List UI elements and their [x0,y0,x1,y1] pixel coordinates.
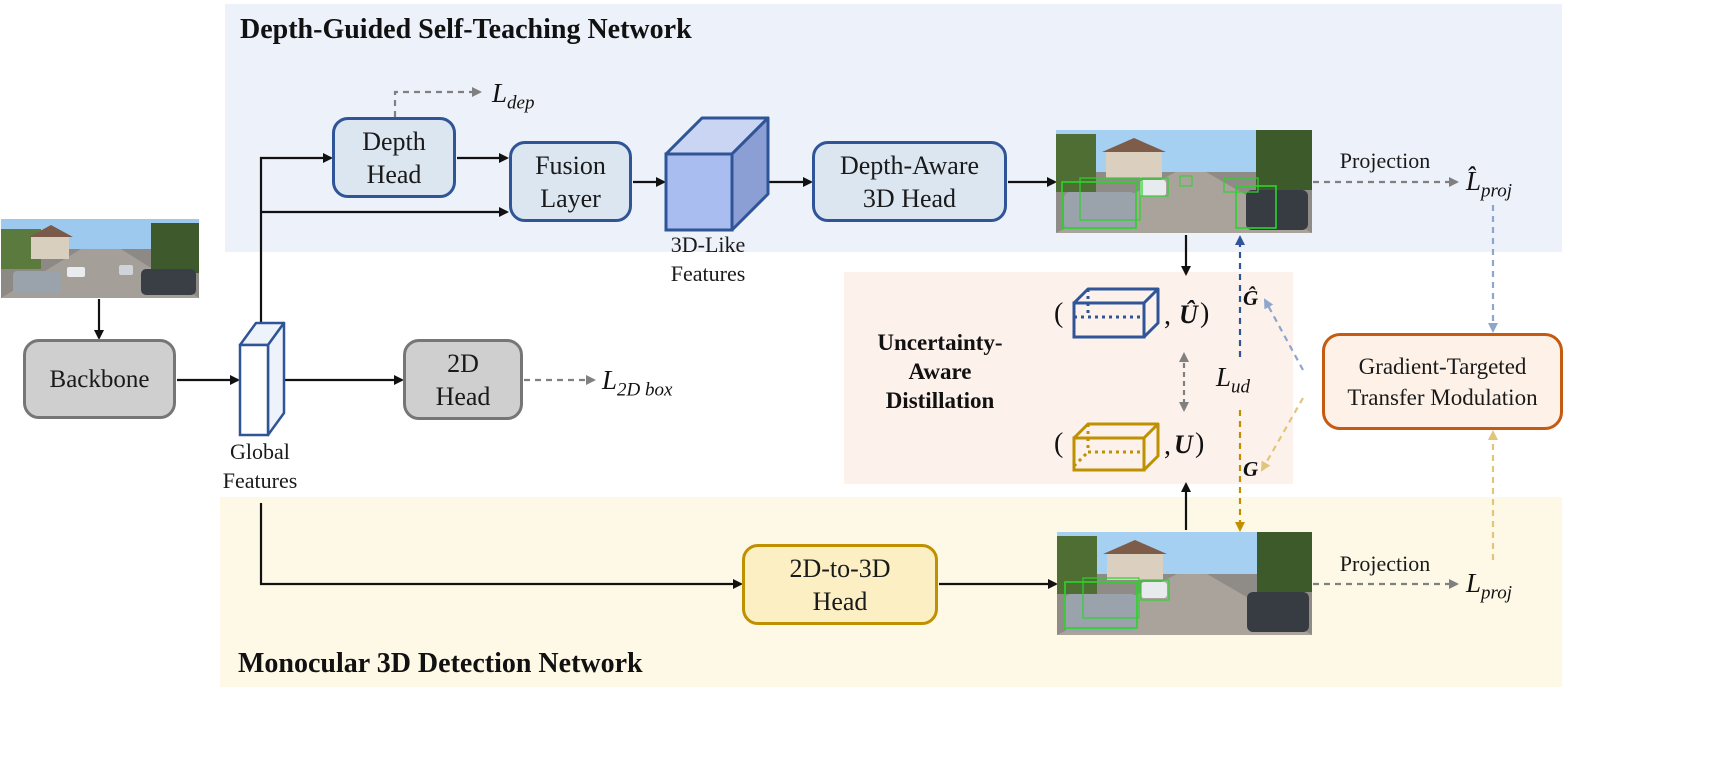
global-features-label: Global Features [206,437,314,495]
features-cube-icon [664,116,770,232]
depth-head-label: Head [366,159,422,189]
features-3d-like-label: 3D-Like Features [652,230,764,288]
yellow-3d-box-icon [1072,422,1160,472]
bottom-detection-image [1057,532,1312,635]
depth-aware-head-label: Depth-Aware [839,150,980,180]
top-region-title: Depth-Guided Self-Teaching Network [240,14,692,45]
loss-2d-box-label: L2D box [602,365,673,401]
loss-ud-label: Lud [1212,362,1255,399]
features-3d-like-line: Features [670,261,746,286]
gradient-modulation-label: Transfer Modulation [1347,384,1538,410]
uncertainty-label: U [1174,430,1193,459]
loss-projection-hat-label: L̂proj [1466,166,1512,202]
fusion-layer-label: Layer [540,183,601,213]
distillation-title-line: Distillation [885,388,995,413]
tuple-close-bottom: ) [1195,428,1205,459]
loss-depth-label: Ldep [492,78,535,114]
projection-bottom-label: Projection [1339,551,1431,576]
distillation-title-line: Uncertainty- [877,330,1003,355]
uncertainty-hat-label: Û [1179,300,1198,329]
distillation-title: Uncertainty- Aware Distillation [862,328,1018,415]
head-2d-to-3d-label: Head [812,586,868,616]
backbone-label: Backbone [49,365,150,393]
head-2d-label: Head [435,381,491,411]
tuple-open-top: ( [1054,298,1064,329]
distillation-title-line: Aware [908,359,972,384]
global-features-line: Features [222,468,298,493]
head-2d-label: 2D [447,348,479,378]
tuple-comma-bottom: , [1164,430,1171,461]
tuple-close-top: ) [1200,298,1210,329]
features-3d-like-line: 3D-Like [670,232,746,257]
tuple-comma-top: , [1164,300,1171,331]
bottom-region-title: Monocular 3D Detection Network [238,648,643,679]
global-features-line: Global [230,439,290,464]
global-features-slab-icon [238,321,286,437]
gradient-label: G [1243,457,1259,481]
depth-head-label: Depth [362,126,426,156]
fusion-layer-label: Fusion [535,150,606,180]
input-image [1,219,199,298]
gradient-hat-label: Ĝ [1243,286,1259,310]
backbone-box: Backbone [23,339,176,419]
loss-projection-label: Lproj [1466,568,1512,604]
depth-aware-head-label: 3D Head [862,183,957,213]
tuple-open-bottom: ( [1054,428,1064,459]
gradient-modulation-label: Gradient-Targeted [1358,353,1527,379]
blue-3d-box-icon [1072,287,1160,339]
top-detection-image [1056,130,1312,233]
head-2d-to-3d-label: 2D-to-3D [789,553,891,583]
projection-top-label: Projection [1339,148,1431,173]
